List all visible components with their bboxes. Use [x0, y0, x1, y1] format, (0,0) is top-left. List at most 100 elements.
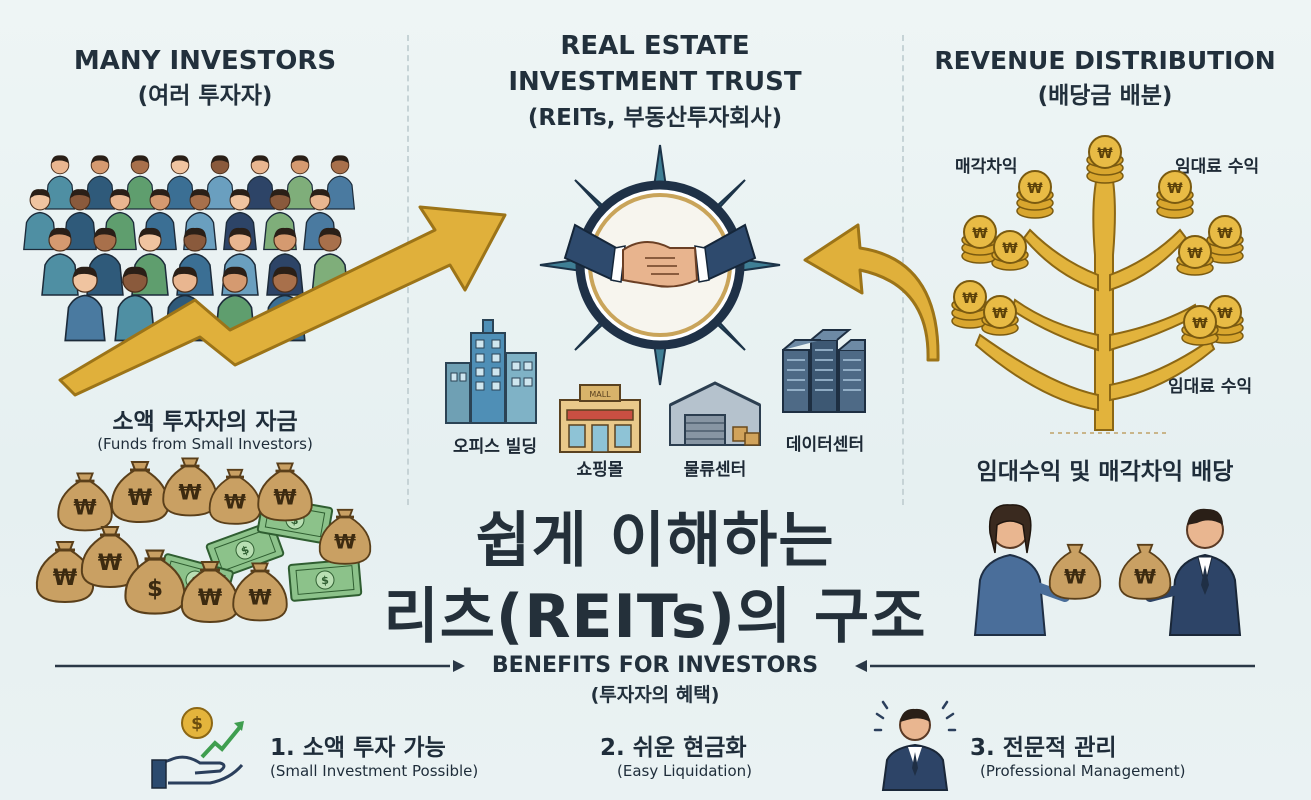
benefit-1-title: 1. 소액 투자 가능 [270, 735, 446, 761]
shopping-mall-icon: MALL [559, 384, 641, 453]
money-bag-icon: ₩ [80, 526, 140, 589]
rising-arrow-icon [58, 205, 507, 397]
coin-stack-icon: ₩ [1181, 305, 1219, 346]
money-bag-icon: ₩ [162, 457, 218, 517]
svg-text:₩: ₩ [1134, 566, 1156, 589]
money-tree-illustration: ₩ ₩ ₩ ₩ ₩ ₩ ₩ ₩ ₩ ₩ ₩ [951, 135, 1244, 434]
dividend-receivers-illustration: ₩₩ [973, 504, 1242, 636]
svg-text:₩: ₩ [273, 485, 296, 509]
asset-label-logistics: 물류센터 [683, 460, 747, 480]
investor-person-icon [324, 155, 356, 210]
coin-stack-icon: ₩ [1176, 235, 1214, 276]
compass-handshake-icon [539, 144, 781, 386]
dividend-label: 임대수익 및 매각차익 배당 [976, 459, 1234, 485]
svg-text:$: $ [321, 574, 330, 588]
svg-text:₩: ₩ [178, 480, 201, 504]
coin-stack-icon: ₩ [1156, 170, 1194, 219]
investor-person-icon [41, 227, 79, 296]
svg-text:₩: ₩ [198, 586, 222, 611]
coin-stack-icon: ₩ [1016, 170, 1054, 219]
svg-text:₩: ₩ [53, 566, 77, 591]
svg-text:₩: ₩ [1187, 246, 1203, 262]
svg-text:₩: ₩ [128, 486, 152, 511]
label-sale-gain: 매각차익 [955, 157, 1018, 177]
logistics-warehouse-icon [669, 381, 761, 446]
money-bag-icon: ₩ [257, 462, 313, 522]
benefit-3-subtitle: (Professional Management) [980, 762, 1186, 780]
investor-person-icon [63, 189, 97, 251]
money-bag-icon: ₩ [110, 461, 170, 524]
asset-label-mall: 쇼핑몰 [576, 460, 624, 480]
coin-hand-growth-icon: $ [151, 707, 244, 789]
reits-title-line2: INVESTMENT TRUST [508, 67, 802, 97]
benefits-arrows-divider [55, 660, 1255, 672]
svg-text:₩: ₩ [1192, 316, 1208, 332]
svg-text:₩: ₩ [1064, 566, 1086, 589]
main-title-line2: 리츠(REITs)의 구조 [383, 582, 927, 652]
svg-text:₩: ₩ [98, 551, 122, 576]
mall-sign-text: MALL [589, 390, 611, 399]
funds-label-en: (Funds from Small Investors) [97, 435, 313, 453]
svg-text:₩: ₩ [224, 491, 246, 514]
money-bags-illustration: $$$$₩₩₩₩₩₩₩$₩₩₩ [35, 457, 372, 624]
data-center-icon [782, 329, 866, 413]
revenue-title: REVENUE DISTRIBUTION [934, 46, 1276, 75]
money-bag-icon: ₩ [1048, 543, 1102, 600]
investors-title: MANY INVESTORS [73, 46, 337, 76]
revenue-subtitle: (배당금 배분) [1037, 83, 1173, 109]
svg-text:$: $ [191, 714, 203, 734]
reits-subtitle: (REITs, 부동산투자회사) [527, 105, 783, 131]
asset-label-office: 오피스 빌딩 [452, 437, 538, 457]
asset-label-datacenter: 데이터센터 [785, 435, 865, 455]
svg-text:₩: ₩ [248, 585, 271, 609]
coin-stack-icon: ₩ [951, 280, 989, 329]
money-bag-icon: ₩ [318, 508, 372, 565]
benefit-3-title: 3. 전문적 관리 [970, 735, 1117, 761]
coin-stack-icon: ₩ [1206, 215, 1244, 264]
coin-stack-icon: ₩ [1086, 135, 1124, 184]
investor-person-icon [64, 266, 106, 342]
svg-text:₩: ₩ [1217, 306, 1233, 322]
coin-stack-icon: ₩ [991, 230, 1029, 271]
curved-return-arrow-icon [803, 223, 940, 362]
svg-text:₩: ₩ [1217, 226, 1233, 242]
funds-label-ko: 소액 투자자의 자금 [112, 409, 298, 435]
money-bag-icon: ₩ [232, 562, 288, 622]
svg-text:$: $ [147, 576, 163, 602]
svg-text:₩: ₩ [962, 291, 978, 307]
money-bag-icon: ₩ [208, 468, 262, 525]
investor-person-icon [124, 155, 156, 210]
svg-text:₩: ₩ [972, 226, 988, 242]
money-bag-icon: ₩ [1118, 543, 1172, 600]
investors-subtitle: (여러 투자자) [137, 83, 273, 109]
svg-text:₩: ₩ [334, 531, 356, 554]
benefit-1-subtitle: (Small Investment Possible) [270, 762, 479, 780]
dollar-bill-icon: $ [287, 558, 363, 602]
svg-text:₩: ₩ [1167, 181, 1183, 197]
reits-title-line1: REAL ESTATE [560, 31, 750, 61]
svg-text:₩: ₩ [73, 495, 96, 519]
benefits-title: BENEFITS FOR INVESTORS [491, 653, 819, 678]
label-rental-income-bottom: 임대료 수익 [1168, 377, 1253, 397]
svg-text:₩: ₩ [1097, 146, 1113, 162]
benefit-2-subtitle: (Easy Liquidation) [617, 762, 752, 780]
benefits-subtitle: (투자자의 혜택) [590, 684, 720, 706]
investor-person-icon [23, 189, 57, 251]
benefit-2-title: 2. 쉬운 현금화 [600, 735, 747, 761]
coin-stack-icon: ₩ [961, 215, 999, 264]
office-building-icon [445, 319, 537, 424]
investor-person-icon [164, 155, 196, 210]
manager-icon [873, 700, 957, 791]
coin-stack-icon: ₩ [981, 295, 1019, 336]
label-rental-income-top: 임대료 수익 [1175, 157, 1260, 177]
svg-text:₩: ₩ [992, 306, 1008, 322]
svg-text:₩: ₩ [1002, 241, 1018, 257]
money-bag-icon: ₩ [57, 472, 113, 532]
investor-person-icon [44, 155, 76, 210]
investor-person-icon [204, 155, 236, 210]
money-bag-icon: $ [124, 549, 186, 615]
svg-text:₩: ₩ [1027, 181, 1043, 197]
money-bag-icon: ₩ [180, 561, 240, 624]
investor-person-icon [284, 155, 316, 210]
investor-person-icon [84, 155, 116, 210]
